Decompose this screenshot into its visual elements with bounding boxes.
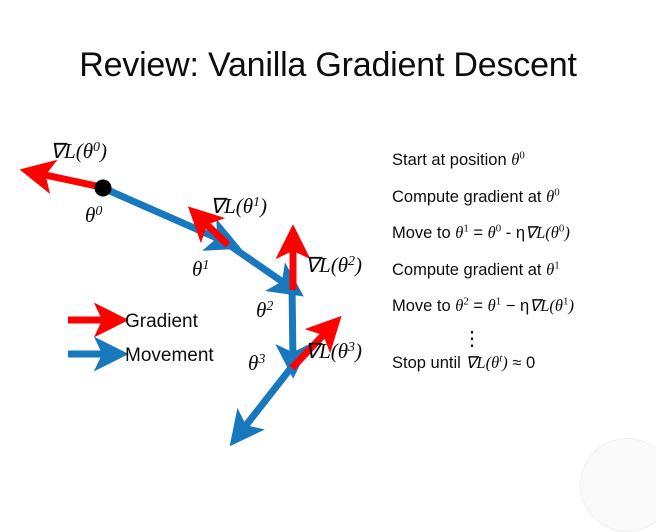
step2-prefix: Compute gradient at — [392, 187, 547, 206]
gradient-arrow-3 — [289, 315, 342, 371]
point-label-theta1: θ1 — [192, 257, 209, 281]
step6-grad-sup: t — [499, 352, 503, 364]
theta0-point-marker — [94, 179, 112, 197]
gradient-label-1: ∇L(θ1) — [210, 194, 267, 218]
step6-approx: ≈ 0 — [507, 353, 536, 372]
step5-eta: η — [520, 297, 530, 315]
algorithm-steps-list: Start at position θ0 Compute gradient at… — [392, 149, 656, 391]
gradient-label-3: ∇L(θ3) — [305, 339, 362, 363]
gradient-arrow-0 — [19, 159, 102, 194]
gradient-descent-diagram: ∇L(θ0) ∇L(θ1) ∇L(θ2) ∇L(θ3) θ0 θ1 θ2 θ3 … — [19, 139, 362, 447]
step-line-stop-condition: Stop until ∇L(θt) ≈ 0 — [392, 352, 656, 372]
step5-grad-end: ) — [568, 296, 574, 315]
step4-prefix: Compute gradient at — [392, 260, 547, 279]
step3-rhs: θ — [487, 223, 496, 242]
gradient-label-2: ∇L(θ2) — [305, 253, 362, 277]
step5-prefix: Move to — [392, 297, 456, 315]
step-line-start-position: Start at position θ0 — [392, 149, 656, 169]
step5-eq: = — [468, 297, 488, 315]
step3-prefix: Move to — [392, 224, 456, 242]
vertical-ellipsis: ⋮ — [462, 327, 482, 350]
legend: Gradient Movement — [68, 302, 214, 372]
step3-grad-sup: 0 — [558, 222, 565, 235]
step-line-compute-gradient-0: Compute gradient at θ0 — [392, 186, 656, 206]
step-line-move-to-theta1: Move to θ1 = θ0 - η∇L(θ0) — [392, 222, 656, 242]
step3-eq: = — [468, 224, 488, 242]
step5-grad-sup: 1 — [563, 295, 569, 308]
step5-rhs-sup: 1 — [495, 295, 502, 308]
movement-arrow-2-to-3 — [275, 284, 311, 379]
step4-sup: 1 — [554, 259, 560, 271]
movement-arrow-3-to-next — [229, 361, 297, 447]
gradient-label-0: ∇L(θ0) — [50, 139, 107, 163]
step5-lhs-sup: 2 — [463, 295, 469, 308]
step6-prefix: Stop until — [392, 353, 466, 372]
step1-sup: 0 — [519, 149, 525, 162]
movement-arrow-1-to-2 — [220, 237, 304, 297]
step6-grad: ∇L(θ — [465, 352, 500, 372]
step5-op: − — [501, 297, 520, 315]
step3-lhs: θ — [455, 223, 464, 242]
step1-prefix: Start at position — [392, 151, 512, 169]
point-label-theta2: θ2 — [256, 298, 273, 322]
step3-eta: η — [515, 224, 526, 242]
legend-label-movement: Movement — [125, 345, 214, 366]
step3-op: - — [501, 224, 516, 242]
step4-theta: θ — [546, 259, 555, 279]
slide-canvas: Review: Vanilla Gradient Descent — [19, 46, 656, 532]
step3-grad-end: ) — [564, 223, 570, 242]
step3-lhs-sup: 1 — [463, 222, 469, 235]
step5-grad: ∇L(θ — [529, 296, 564, 315]
page-title: Review: Vanilla Gradient Descent — [79, 46, 577, 84]
step6-grad-end: ) — [502, 352, 508, 372]
gradient-arrows-group — [19, 159, 342, 371]
step5-lhs: θ — [455, 296, 464, 315]
step3-rhs-sup: 0 — [495, 222, 502, 235]
step2-theta: θ — [546, 186, 555, 206]
movement-arrow-0-to-1 — [101, 184, 242, 251]
step-line-compute-gradient-1: Compute gradient at θ1 — [392, 259, 656, 279]
point-label-theta0: θ0 — [85, 203, 102, 227]
step2-sup: 0 — [554, 186, 560, 198]
corner-artifact — [580, 438, 656, 532]
point-label-theta3: θ3 — [248, 351, 265, 375]
step1-theta: θ — [511, 150, 520, 169]
gradient-arrow-1 — [187, 206, 231, 248]
step5-rhs: θ — [487, 296, 496, 315]
step-line-move-to-theta2: Move to θ2 = θ1 − η∇L(θ1) — [392, 295, 656, 315]
legend-label-gradient: Gradient — [125, 311, 199, 332]
step3-grad: ∇L(θ — [525, 223, 559, 242]
